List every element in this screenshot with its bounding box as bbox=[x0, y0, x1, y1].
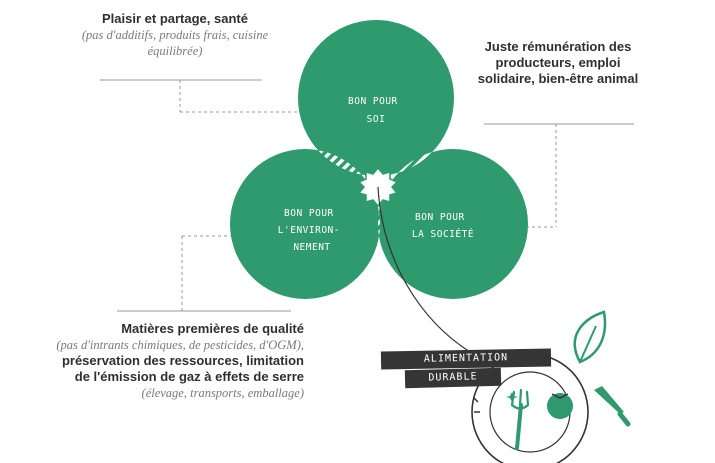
circle-env bbox=[230, 149, 380, 299]
block-env-middle: préservation des ressources, limitation … bbox=[61, 353, 304, 384]
block-soi-title: Plaisir et partage, santé bbox=[102, 11, 248, 26]
label-soi: BON POUR SOI bbox=[348, 96, 404, 125]
spark-1 bbox=[473, 397, 479, 403]
label-env-2: L'ENVIRON- bbox=[278, 225, 340, 236]
tomato-icon bbox=[547, 393, 573, 419]
link-curve bbox=[377, 186, 471, 353]
block-env-detail1: (pas d'intrants chimiques, de pesticides… bbox=[56, 338, 304, 352]
block-env-detail2: (élevage, transports, emballage) bbox=[141, 386, 304, 400]
circle-soi bbox=[298, 20, 454, 176]
tag-durable: DURABLE bbox=[404, 367, 502, 389]
knife-icon bbox=[594, 386, 624, 414]
connector-lines bbox=[100, 79, 634, 312]
label-soi-1: BON POUR bbox=[348, 96, 398, 107]
tomato-leaf bbox=[551, 393, 569, 399]
leaf-icon bbox=[573, 310, 607, 364]
label-soc: BON POUR LA SOCIÉTÉ bbox=[412, 212, 474, 240]
block-env: Matières premières de qualité (pas d'int… bbox=[48, 321, 304, 401]
block-env-title: Matières premières de qualité bbox=[121, 321, 304, 336]
block-societe-title: Juste rémunération des producteurs, empl… bbox=[477, 39, 639, 86]
label-env: BON POUR L'ENVIRON- NEMENT bbox=[278, 208, 346, 253]
fork-handle bbox=[515, 403, 523, 450]
label-soi-2: SOI bbox=[367, 114, 386, 125]
block-soi-detail: (pas d'additifs, produits frais, cuisine… bbox=[81, 28, 269, 58]
circle-soc bbox=[378, 149, 528, 299]
leaf-stem bbox=[579, 325, 597, 363]
label-env-1: BON POUR bbox=[284, 208, 334, 219]
plate-illustration bbox=[471, 310, 631, 463]
label-soc-1: BON POUR bbox=[415, 212, 465, 223]
sparkle-icon bbox=[506, 392, 518, 402]
fork-icon bbox=[510, 388, 530, 410]
label-soc-2: LA SOCIÉTÉ bbox=[412, 228, 474, 240]
block-societe: Juste rémunération des producteurs, empl… bbox=[468, 39, 648, 87]
block-soi: Plaisir et partage, santé (pas d'additif… bbox=[70, 11, 280, 59]
label-env-3: NEMENT bbox=[293, 242, 330, 253]
block-env-body: (pas d'intrants chimiques, de pesticides… bbox=[48, 337, 304, 385]
tag-alimentation: ALIMENTATION bbox=[380, 348, 552, 370]
knife-handle bbox=[617, 411, 631, 427]
